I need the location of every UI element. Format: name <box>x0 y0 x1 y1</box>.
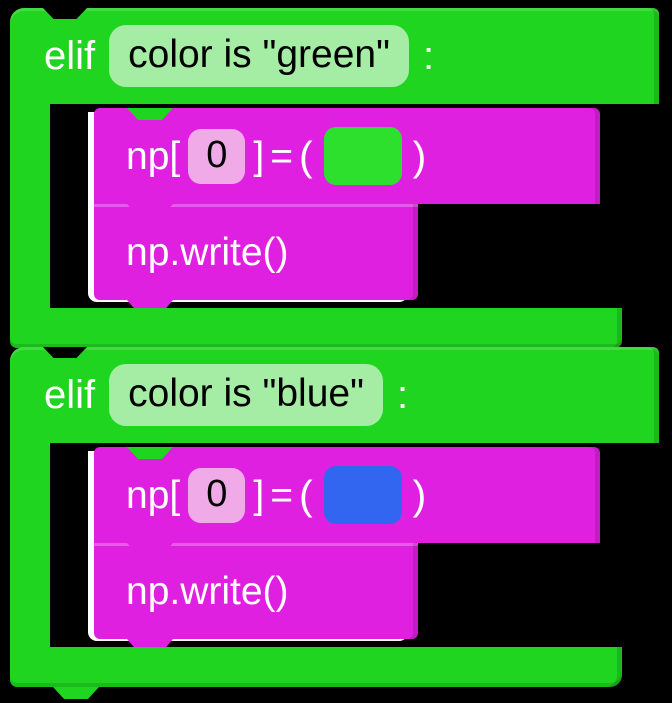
np-write-block-blue[interactable]: np.write() <box>94 543 418 652</box>
elif-block-green[interactable]: elif color is "green" : np[ 0 ] = ( ) np… <box>10 8 659 348</box>
elif-keyword: elif <box>44 373 96 417</box>
close-paren: ) <box>412 471 427 518</box>
elif-arm-blue <box>10 443 50 647</box>
elif-arm-green <box>10 104 50 308</box>
assign-operator: = <box>270 473 293 517</box>
np-index-suffix: ] <box>253 134 265 178</box>
assign-operator: = <box>270 134 293 178</box>
close-paren: ) <box>412 132 427 179</box>
elif-header-green[interactable]: elif color is "green" : <box>10 8 659 104</box>
np-write-block-green[interactable]: np.write() <box>94 204 418 313</box>
color-swatch-blue[interactable] <box>323 466 402 524</box>
np-assign-code-row: np[ 0 ] = ( ) <box>126 466 426 524</box>
colon-token: : <box>422 34 435 78</box>
np-write-label: np.write() <box>126 569 289 613</box>
colon-token: : <box>396 373 409 417</box>
pixel-index-field-green[interactable]: 0 <box>188 128 246 184</box>
condition-field-green[interactable]: color is "green" <box>109 25 409 87</box>
np-index-prefix: np[ <box>126 473 181 517</box>
elif-header-blue[interactable]: elif color is "blue" : <box>10 347 659 443</box>
elif-keyword: elif <box>44 34 96 78</box>
condition-field-blue[interactable]: color is "blue" <box>109 364 383 426</box>
open-paren: ( <box>298 132 313 179</box>
np-index-suffix: ] <box>253 473 265 517</box>
np-index-prefix: np[ <box>126 134 181 178</box>
elif-footer-green <box>10 308 622 348</box>
elif-footer-blue <box>10 647 622 687</box>
pixel-index-field-blue[interactable]: 0 <box>188 467 246 523</box>
np-assign-block-green[interactable]: np[ 0 ] = ( ) <box>94 108 600 204</box>
np-assign-block-blue[interactable]: np[ 0 ] = ( ) <box>94 447 600 543</box>
open-paren: ( <box>298 471 313 518</box>
color-swatch-green[interactable] <box>323 127 402 185</box>
elif-block-blue[interactable]: elif color is "blue" : np[ 0 ] = ( ) np.… <box>10 347 659 687</box>
np-write-label: np.write() <box>126 230 289 274</box>
np-assign-code-row: np[ 0 ] = ( ) <box>126 127 426 185</box>
